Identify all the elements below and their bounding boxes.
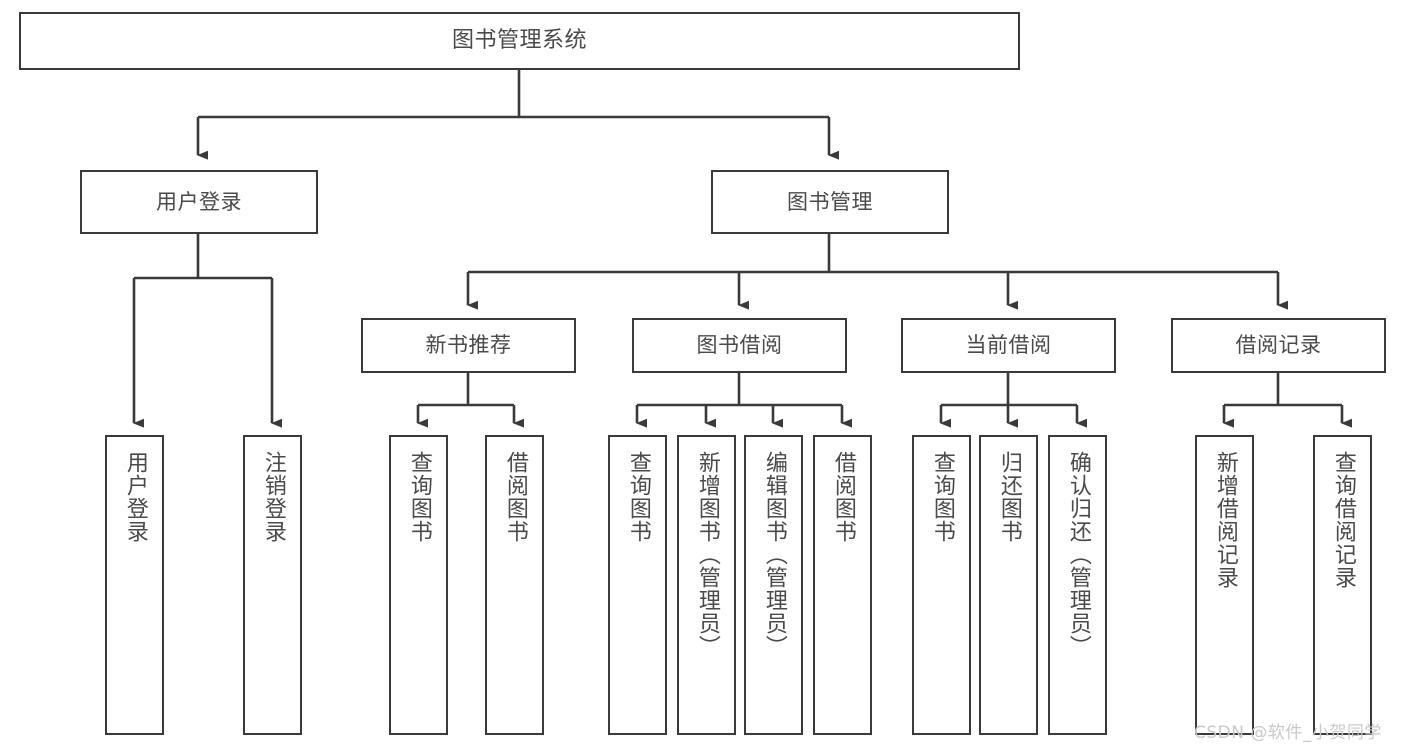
leaf-records-query-record[interactable]: 查询借阅记录 xyxy=(1313,435,1372,735)
leaf-current-return-book[interactable]: 归还图书 xyxy=(979,435,1038,735)
leaf-current-query-book[interactable]: 查询图书 xyxy=(912,435,971,735)
node-borrow-records[interactable]: 借阅记录 xyxy=(1171,318,1386,373)
leaf-borrow-add-book-admin[interactable]: 新增图书（管理员） xyxy=(677,435,736,735)
node-label: 新增图书（管理员） xyxy=(694,451,720,658)
node-label: 用户登录 xyxy=(122,451,148,543)
leaf-records-add-record[interactable]: 新增借阅记录 xyxy=(1195,435,1254,735)
node-label: 图书管理 xyxy=(787,189,873,214)
leaf-recommend-borrow-book[interactable]: 借阅图书 xyxy=(485,435,544,735)
node-new-book-recommend[interactable]: 新书推荐 xyxy=(361,318,576,373)
node-label: 当前借阅 xyxy=(965,333,1052,358)
leaf-borrow-borrow-book[interactable]: 借阅图书 xyxy=(813,435,872,735)
node-label: 归还图书 xyxy=(996,451,1022,543)
node-book-management[interactable]: 图书管理 xyxy=(711,170,949,234)
node-label: 图书借阅 xyxy=(696,333,783,358)
node-label: 确认归还（管理员） xyxy=(1065,451,1091,658)
csdn-watermark: CSDN @软件_小贺同学 xyxy=(1194,723,1382,743)
leaf-current-confirm-return-admin[interactable]: 确认归还（管理员） xyxy=(1048,435,1107,735)
leaf-recommend-query-book[interactable]: 查询图书 xyxy=(389,435,448,735)
leaf-user-login-signin[interactable]: 用户登录 xyxy=(105,435,164,735)
node-label: 借阅图书 xyxy=(830,451,856,543)
node-label: 查询图书 xyxy=(406,451,432,543)
node-label: 新增借阅记录 xyxy=(1212,451,1238,589)
node-label: 查询借阅记录 xyxy=(1330,451,1356,589)
node-label: 查询图书 xyxy=(625,451,651,543)
leaf-user-login-signout[interactable]: 注销登录 xyxy=(243,435,302,735)
node-user-login[interactable]: 用户登录 xyxy=(80,170,318,234)
node-label: 新书推荐 xyxy=(425,333,512,358)
node-label: 借阅图书 xyxy=(502,451,528,543)
node-label: 注销登录 xyxy=(260,451,286,543)
node-current-borrow[interactable]: 当前借阅 xyxy=(901,318,1116,373)
leaf-borrow-edit-book-admin[interactable]: 编辑图书（管理员） xyxy=(744,435,803,735)
node-book-borrow[interactable]: 图书借阅 xyxy=(632,318,847,373)
node-label: 编辑图书（管理员） xyxy=(761,451,787,658)
node-label: 图书管理系统 xyxy=(451,28,587,54)
node-root-system[interactable]: 图书管理系统 xyxy=(19,12,1020,70)
node-label: 借阅记录 xyxy=(1235,333,1322,358)
node-label: 查询图书 xyxy=(929,451,955,543)
leaf-borrow-query-book[interactable]: 查询图书 xyxy=(608,435,667,735)
node-label: 用户登录 xyxy=(156,189,242,214)
